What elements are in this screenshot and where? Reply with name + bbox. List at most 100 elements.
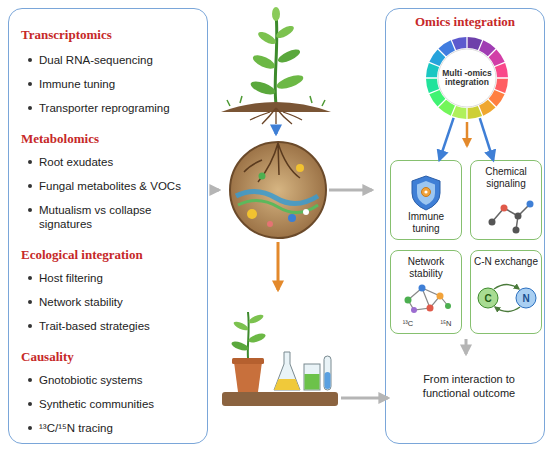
pot-lab-illustration	[325, 372, 331, 389]
pot-lab-illustration	[274, 379, 300, 390]
ring-center	[438, 49, 496, 107]
network-icon	[445, 303, 451, 309]
bullet-dot	[28, 324, 32, 328]
icon-label: N	[522, 293, 529, 304]
bullet-text: Fungal metabolites & VOCs	[39, 179, 204, 193]
method-panel: TranscriptomicsDual RNA-sequencingImmune…	[8, 8, 208, 444]
plant-illustration	[221, 7, 331, 124]
icon-label: ¹⁵N	[440, 319, 451, 328]
cn-exchange-icon	[478, 285, 536, 312]
ring-segment	[468, 106, 482, 119]
box-label: Network stability	[394, 256, 458, 279]
molecule-icon	[489, 201, 534, 234]
outcome-box: Chemical signaling	[470, 160, 542, 240]
rhizosphere-illustration	[247, 209, 257, 219]
bullet-dot	[28, 208, 32, 212]
flow-arrow	[341, 397, 388, 400]
pot-lab-illustration	[232, 320, 249, 332]
bullet-text: Host filtering	[39, 271, 204, 285]
plant-illustration	[276, 47, 302, 65]
bullet-text: Gnotobiotic systems	[39, 373, 204, 387]
shield-icon	[412, 176, 440, 210]
bullet-dot	[28, 402, 32, 406]
box-label: Chemical signaling	[474, 166, 538, 189]
plant-illustration	[275, 73, 305, 92]
rhizosphere-illustration	[288, 214, 296, 222]
pot-lab-illustration	[324, 356, 331, 390]
omics-ring: Multi -omics integration	[425, 36, 509, 120]
outcome-box: C-N exchange	[470, 250, 542, 334]
flow-arrow	[275, 126, 278, 134]
bullet-dot	[28, 184, 32, 188]
bullet-dot	[28, 58, 32, 62]
ring-segment	[495, 79, 508, 93]
bullet-dot	[28, 160, 32, 164]
molecule-icon	[527, 201, 534, 208]
flow-arrow	[465, 339, 468, 354]
plant-illustration	[227, 96, 325, 106]
ring-label: Multi -omics integration	[438, 69, 496, 88]
flow-arrow	[277, 242, 280, 290]
outcome-label: From interaction to functional outcome	[400, 372, 538, 401]
shield-icon	[424, 190, 427, 193]
bullet-text: Dual RNA-sequencing	[39, 53, 204, 67]
ring-segment	[452, 37, 466, 50]
pot-lab-illustration	[305, 374, 320, 390]
bullet-text: Root exudates	[39, 155, 204, 169]
plant-illustration	[250, 108, 302, 124]
flow-arrow	[278, 242, 279, 290]
molecule-icon	[501, 205, 508, 212]
flow-arrow	[480, 118, 493, 160]
rhizosphere-illustration	[244, 143, 300, 182]
box-label: C-N exchange	[474, 256, 538, 268]
cn-exchange-icon	[494, 285, 519, 290]
shield-icon	[422, 188, 431, 197]
flow-arrow	[329, 189, 372, 192]
cn-exchange-icon	[495, 307, 520, 312]
section-heading: Metabolomics	[21, 131, 99, 147]
rhizosphere-illustration	[296, 164, 304, 172]
rhizosphere-illustration	[230, 142, 326, 238]
pot-lab-illustration	[230, 340, 249, 353]
bullet-text: Trait-based strategies	[39, 319, 204, 333]
network-icon	[405, 285, 452, 314]
pot-lab-illustration	[222, 392, 338, 406]
icon-label: ¹³C	[403, 319, 413, 328]
bullet-dot	[28, 276, 32, 280]
network-icon	[405, 297, 412, 304]
pot-lab-illustration	[247, 313, 264, 325]
panel-title: Omics integration	[386, 14, 544, 30]
bullet-dot	[28, 106, 32, 110]
cn-exchange-icon	[478, 288, 498, 308]
rhizosphere-illustration	[259, 173, 266, 180]
pot-lab-illustration	[247, 332, 266, 345]
flow-arrow	[439, 118, 453, 160]
plant-illustration	[249, 79, 277, 97]
section-heading: Transcriptomics	[21, 27, 112, 43]
pot-lab-illustration	[234, 362, 262, 392]
network-icon	[419, 285, 426, 292]
bullet-text: Mutualism vs collapse signatures	[39, 203, 204, 231]
rhizosphere-illustration	[236, 191, 318, 203]
result-text: From interaction to functional outcome	[400, 362, 538, 410]
flow-arrow	[466, 122, 469, 146]
ring-segment	[495, 63, 508, 77]
section-heading: Causality	[21, 349, 74, 365]
rhizosphere-illustration	[230, 142, 326, 238]
rhizosphere-illustration	[303, 209, 309, 215]
plant-illustration	[256, 30, 277, 47]
plant-illustration	[272, 7, 280, 21]
plant-illustration	[275, 14, 277, 104]
molecule-icon	[492, 204, 530, 230]
flow-arrow	[211, 122, 467, 398]
bullet-dot	[28, 82, 32, 86]
ring-segment	[426, 63, 439, 77]
plant-illustration	[221, 102, 331, 112]
shield-icon	[417, 181, 435, 205]
bullet-dot	[28, 378, 32, 382]
network-icon	[427, 305, 434, 312]
icon-label: C	[484, 293, 491, 304]
outcome-box: Immune tuning	[390, 160, 462, 240]
plant-illustration	[251, 52, 277, 71]
pot-lab-illustration	[274, 352, 300, 390]
